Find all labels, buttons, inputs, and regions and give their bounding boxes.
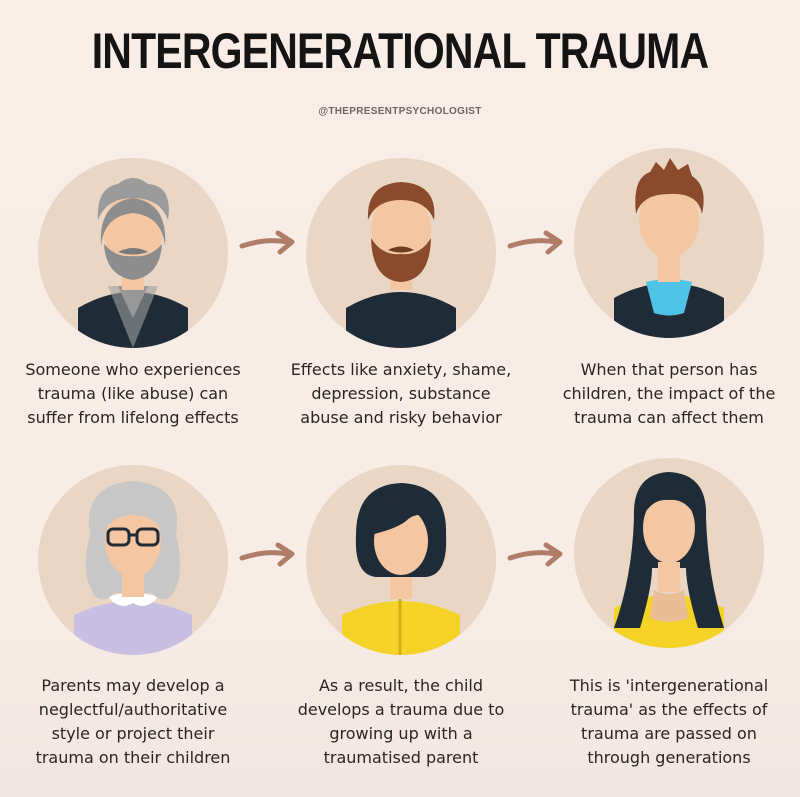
daughter-icon (614, 472, 724, 648)
caption-line: traumatised parent (323, 748, 479, 767)
caption-line: As a result, the child (318, 676, 484, 695)
caption-line: trauma are passed on (581, 724, 757, 743)
arrow-right-icon (239, 230, 295, 255)
caption-line: abuse and risky behavior (300, 408, 502, 427)
caption-line: neglectful/authoritative (38, 700, 228, 719)
grandmother-circle (38, 465, 228, 655)
caption-line: trauma on their children (35, 748, 231, 767)
page-title: INTERGENERATIONAL TRAUMA (91, 23, 709, 79)
grandfather-icon (78, 178, 188, 348)
mother-circle (306, 465, 496, 655)
arrow-right-icon (507, 542, 563, 567)
caption-step-4: Parents may develop a neglectful/authori… (8, 674, 258, 770)
caption-step-6: This is 'intergenerational trauma' as th… (544, 674, 794, 770)
caption-line: style or project their (51, 724, 215, 743)
caption-line: children, the impact of the (562, 384, 776, 403)
caption-line: This is 'intergenerational (569, 676, 769, 695)
arrow-right-icon (507, 230, 563, 255)
father-circle (306, 158, 496, 348)
son-circle (574, 148, 764, 338)
caption-line: Parents may develop a (41, 676, 225, 695)
caption-step-3: When that person has children, the impac… (544, 358, 794, 430)
mother-icon (342, 483, 460, 655)
caption-line: suffer from lifelong effects (27, 408, 239, 427)
grandmother-icon (74, 481, 192, 655)
caption-line: Someone who experiences (25, 360, 241, 379)
arrow-right-icon (239, 542, 295, 567)
father-icon (346, 182, 456, 348)
caption-line: trauma' as the effects of (570, 700, 768, 719)
caption-step-2: Effects like anxiety, shame, depression,… (276, 358, 526, 430)
caption-line: trauma (like abuse) can (37, 384, 229, 403)
caption-line: Effects like anxiety, shame, (290, 360, 512, 379)
caption-step-5: As a result, the child develops a trauma… (276, 674, 526, 770)
grandfather-circle (38, 158, 228, 348)
author-handle: @THEPRESENTPSYCHOLOGIST (318, 106, 482, 117)
daughter-circle (574, 458, 764, 648)
caption-line: depression, substance (311, 384, 491, 403)
caption-line: through generations (587, 748, 751, 767)
caption-line: When that person has (580, 360, 758, 379)
caption-line: growing up with a (329, 724, 473, 743)
caption-line: develops a trauma due to (297, 700, 505, 719)
caption-line: trauma can affect them (574, 408, 764, 427)
caption-step-1: Someone who experiences trauma (like abu… (8, 358, 258, 430)
son-icon (614, 158, 724, 338)
